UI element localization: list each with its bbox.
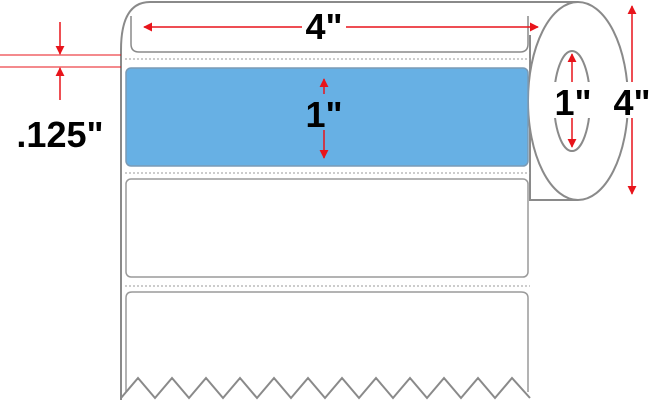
- torn-edge: [120, 376, 531, 400]
- label-width-text: 4": [305, 6, 342, 47]
- label-width-text-bg: [302, 5, 346, 43]
- label: [125, 178, 529, 278]
- roll-diameter-text-bg: [611, 82, 652, 118]
- label-height-text-bg: [303, 94, 345, 130]
- label-height-text: 1": [305, 94, 342, 135]
- roll-body: [120, 1, 578, 400]
- label-wrapped-top: [130, 16, 529, 53]
- gap-text: .125": [16, 114, 103, 155]
- roll-diameter-text: 4": [613, 82, 650, 123]
- core-diameter-text-bg: [552, 82, 594, 118]
- label-torn: [125, 291, 529, 392]
- core-diameter-text: 1": [554, 82, 591, 123]
